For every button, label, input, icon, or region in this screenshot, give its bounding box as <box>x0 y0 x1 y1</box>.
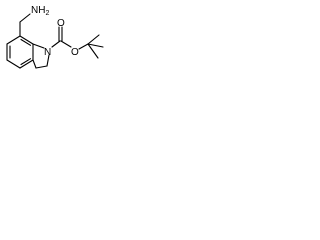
aminomethyl-group: NH2 <box>19 5 49 37</box>
double-bond-c3a-c4 <box>20 58 32 66</box>
pyrroline-ring: N <box>32 43 51 69</box>
bond-tbutyl-methyl-3 <box>87 43 99 59</box>
bond-c4-c5 <box>6 59 21 69</box>
chemical-structure-diagram: NH2 N O O <box>6 5 104 69</box>
bond-tbutyl-methyl-2 <box>87 43 104 48</box>
bond-n1-c2 <box>46 54 50 67</box>
carbonyl-oxygen-label: O <box>57 18 65 29</box>
amine-label: NH2 <box>31 5 49 17</box>
double-bond-c7-c7a <box>20 38 32 46</box>
bond-c2-c3 <box>35 65 48 69</box>
bond-c7a-n1 <box>32 43 45 49</box>
bond-n1-carbonyl <box>51 40 61 48</box>
bond-carbonyl-ester-o <box>60 40 72 48</box>
bond-ester-o-tbutyl <box>78 43 89 50</box>
benzene-ring <box>6 35 34 69</box>
bond-c6-c7 <box>6 35 21 45</box>
bond-c7-c7a <box>19 35 34 45</box>
boc-group: O O <box>51 18 104 59</box>
ring-nitrogen-label: N <box>44 47 51 58</box>
ester-oxygen-label: O <box>71 47 79 58</box>
bond-ch2-n <box>19 13 31 23</box>
bond-tbutyl-methyl-1 <box>87 34 100 45</box>
bond-c3-c3a <box>32 59 37 69</box>
bond-c3a-c4 <box>19 59 34 69</box>
